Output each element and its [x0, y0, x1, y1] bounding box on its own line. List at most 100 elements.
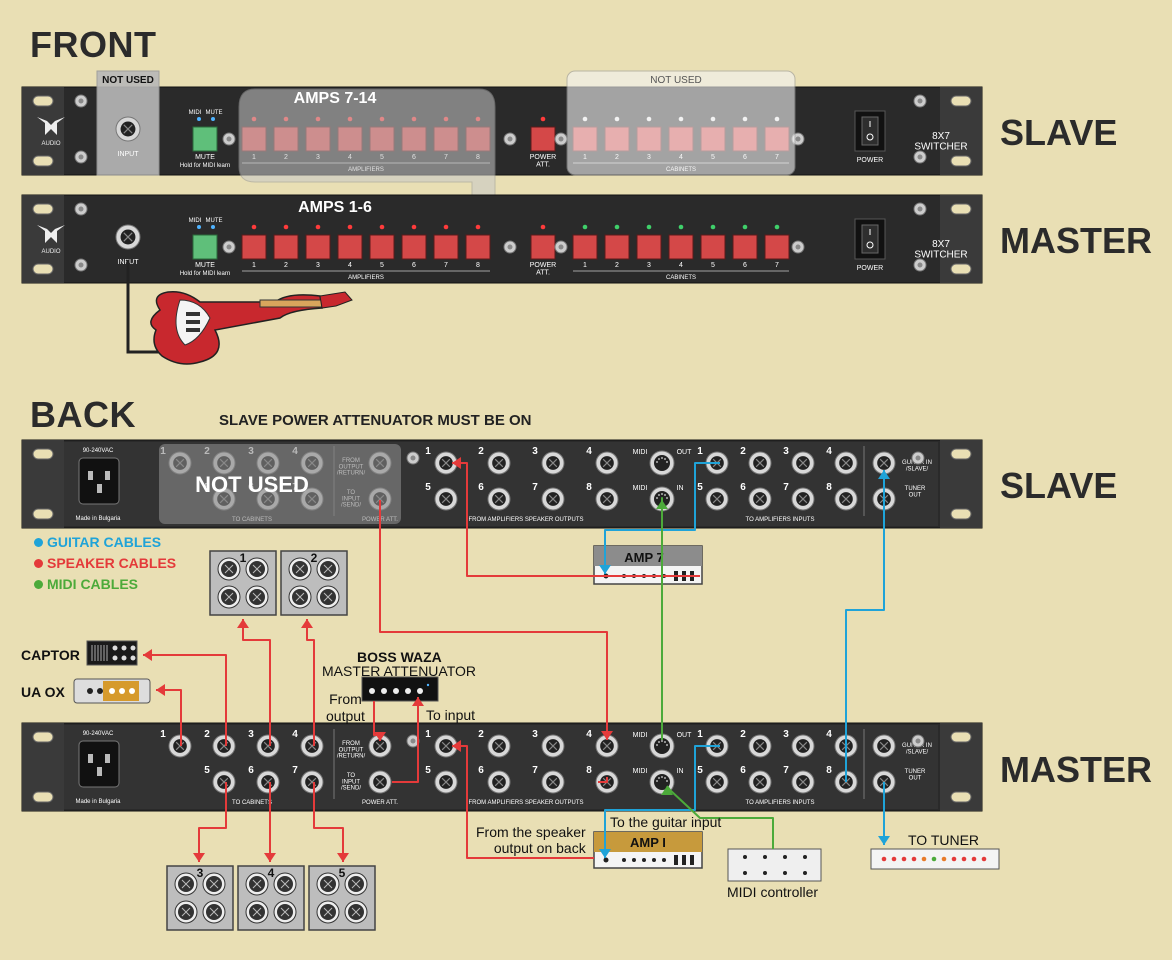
- amp-in-number: 6: [478, 765, 484, 776]
- text-line: 6: [740, 765, 746, 776]
- legend-guitar-label: GUITAR CABLES: [47, 534, 162, 550]
- text-line: AMPLIFIERS: [348, 275, 384, 281]
- text-line: 8X7: [932, 239, 950, 250]
- text-line: MIDI: [633, 485, 648, 492]
- jack-mark: [375, 777, 385, 787]
- inlet-pin: [88, 471, 93, 480]
- midi-pin: [656, 461, 658, 463]
- speaker-mark: [323, 879, 333, 889]
- text-line: FROM AMPLIFIERS SPEAKER OUTPUTS: [468, 800, 583, 806]
- jack-mark: [441, 458, 451, 468]
- cabinets-label: CABINETS: [666, 275, 696, 281]
- to-guitar-input-label: To the guitar input: [610, 814, 722, 830]
- amp-1-knob: [632, 858, 636, 862]
- speaker-mark: [181, 879, 191, 889]
- cabinet-number: 3: [647, 262, 651, 269]
- made-in-label: Made in Bulgaria: [75, 516, 121, 522]
- guitar-pickup: [186, 328, 200, 332]
- amp-in-number: 5: [425, 482, 431, 493]
- power-att-button: [530, 234, 556, 260]
- jack-mark: [755, 494, 765, 504]
- to-amp-number: 2: [740, 729, 746, 740]
- to-amp-number: 7: [783, 765, 789, 776]
- midi-out-label: MIDI: [633, 732, 648, 739]
- midi-pin: [656, 744, 658, 746]
- text-line: 5: [711, 262, 715, 269]
- tuner-led: [901, 856, 907, 862]
- amp-1-jack: [603, 857, 609, 863]
- text-line: 4: [826, 729, 832, 740]
- jack-mark: [841, 458, 851, 468]
- cabinet-number: 5: [711, 262, 715, 269]
- brand-label: AUDIO: [41, 141, 60, 147]
- speaker-mark: [295, 592, 305, 602]
- guitar: [126, 260, 353, 365]
- rack-mount-hole: [32, 155, 54, 167]
- midi-pin: [656, 780, 658, 782]
- cable-master-amp8-stub: [598, 777, 608, 783]
- from-amplifiers-label: FROM AMPLIFIERS SPEAKER OUTPUTS: [468, 517, 583, 523]
- cable-arrowhead: [452, 740, 461, 752]
- text-line: 3: [532, 729, 538, 740]
- text-line: 4: [586, 729, 592, 740]
- speaker-mark: [351, 907, 361, 917]
- text-line: AMP 7: [624, 550, 664, 565]
- mute-led: [211, 117, 215, 121]
- amplifiers-label: AMPLIFIERS: [348, 275, 384, 281]
- text-line: ATT.: [536, 269, 550, 276]
- text-line: TO AMPLIFIERS INPUTS: [746, 800, 815, 806]
- text-line: Made in Bulgaria: [75, 516, 121, 522]
- cabinet-number-label: 1: [240, 551, 247, 565]
- text-line: 6: [478, 765, 484, 776]
- jack-mark: [798, 777, 808, 787]
- amp-in-number: 8: [586, 765, 592, 776]
- to-amp-number: 4: [826, 729, 832, 740]
- to-amp-number: 5: [697, 765, 703, 776]
- rack-mount-hole: [32, 791, 54, 803]
- amp-7-label: AMP 7: [624, 550, 664, 565]
- amp-button: [401, 234, 427, 260]
- speaker-mark: [209, 907, 219, 917]
- text-line: 1: [240, 551, 247, 565]
- text-line: 8: [826, 765, 832, 776]
- speaker-mark: [323, 907, 333, 917]
- jack-mark: [441, 741, 451, 751]
- back-heading: BACK: [30, 394, 136, 435]
- midi-pin: [666, 780, 668, 782]
- screw-center: [78, 262, 84, 268]
- cabinet-number: 6: [743, 262, 747, 269]
- hold-midi-learn-label: Hold for MIDI learn: [180, 271, 230, 277]
- amp-1-head: [594, 832, 702, 852]
- text-line: INPUT: [342, 779, 360, 785]
- tuner-led: [891, 856, 897, 862]
- cabinets-not-used-label: NOT USED: [650, 75, 702, 86]
- text-line: /SLAVE/: [906, 749, 929, 755]
- text-line: FROM AMPLIFIERS SPEAKER OUTPUTS: [468, 517, 583, 523]
- jack-mark: [712, 494, 722, 504]
- text-line: /RETURN/: [337, 754, 366, 760]
- cable-slave-power-att-to-master: [379, 500, 608, 740]
- screw-center: [507, 244, 513, 250]
- text-line: MUTE: [195, 154, 215, 161]
- midi-pin: [666, 461, 668, 463]
- mute-small-label: MUTE: [206, 110, 223, 116]
- cab-out-number: 1: [160, 729, 166, 740]
- amp-number: 5: [380, 262, 384, 269]
- text-line: OUTPUT: [339, 747, 364, 753]
- cable-arrowhead: [599, 565, 611, 574]
- amp-button: [369, 234, 395, 260]
- cabinet-button: [700, 234, 726, 260]
- mute-label: MUTE: [195, 262, 215, 269]
- in-label: IN: [677, 485, 684, 492]
- midi-led: [197, 225, 201, 229]
- amp-led: [475, 224, 481, 230]
- inlet-pin: [88, 754, 93, 763]
- jack-mark: [841, 494, 851, 504]
- guitar-headstock: [319, 291, 353, 309]
- cabinet-number-label: 5: [339, 866, 346, 880]
- captor-jack: [112, 645, 118, 651]
- text-line: 90-240VAC: [83, 448, 114, 454]
- screw-center: [915, 738, 921, 744]
